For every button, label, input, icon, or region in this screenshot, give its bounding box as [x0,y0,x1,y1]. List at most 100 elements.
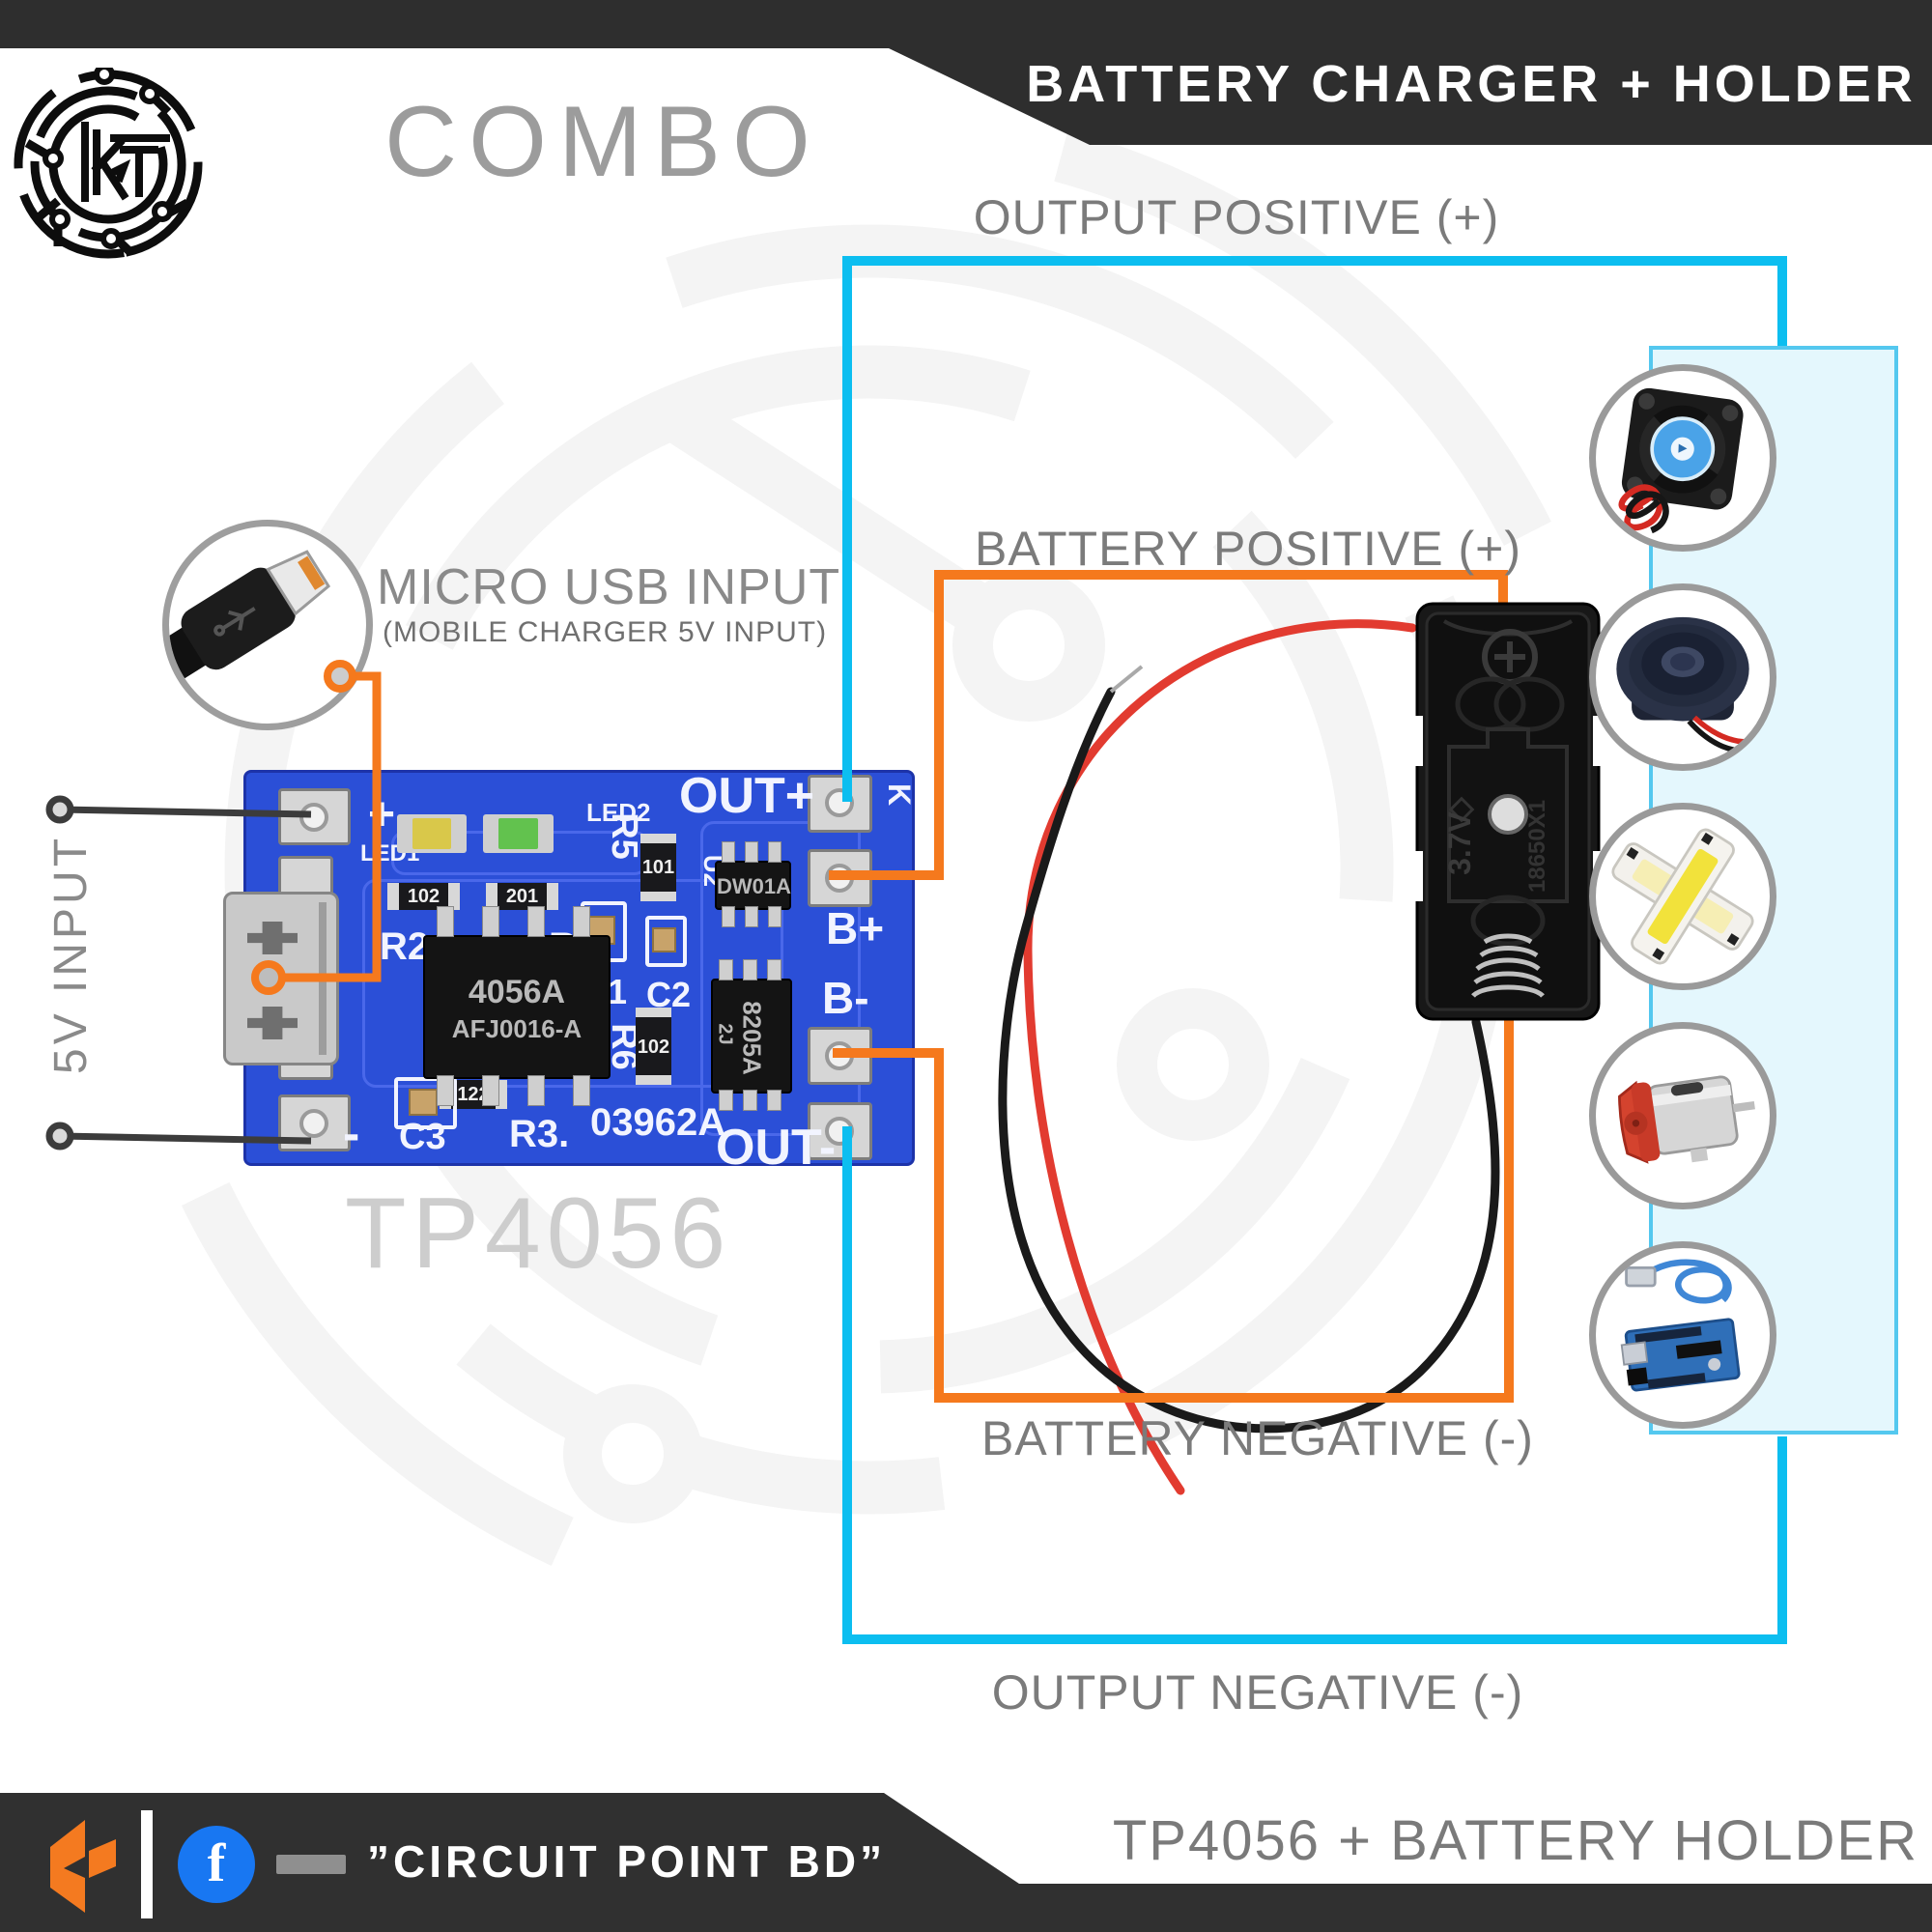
product-circle-fan [1589,364,1776,552]
c2-outline [645,916,687,967]
resistor-code: 101 [641,857,675,878]
footer-dash [276,1855,346,1874]
led1-smd [397,814,467,853]
ic-pin [743,959,757,980]
output-positive-label: OUTPUT POSITIVE (+) [973,190,1500,244]
usb-shield-pad [278,856,333,896]
usb-port-cutout [247,1007,298,1039]
tp4056-charger-board: + LED1 LED2 R2 R1 R5 U2 C1 C2 R6 C3 - R3… [223,768,918,1176]
led2-smd [483,814,554,853]
c3-cap [409,1089,438,1116]
holder-voltage: 3.7V [1442,810,1477,874]
ic-marking: 8205A [737,1001,767,1075]
ic-pin [573,906,590,937]
speaker-icon [1616,616,1756,753]
ic-pin [719,1090,733,1111]
ic-pin [437,906,454,937]
resistor-end [636,1075,671,1085]
brand-logo: k T [14,68,203,259]
cooling-fan-icon [1618,387,1744,534]
silk-c3: C3 [399,1117,446,1157]
ic-pin [527,906,545,937]
footer-product-title: TP4056 + BATTERY HOLDER [1112,1809,1918,1872]
pad-hole [825,864,854,893]
ic-pin [482,906,499,937]
five-volt-input-label: 5V INPUT [45,834,97,1074]
c2-cap [652,927,676,952]
resistor-code: 201 [505,886,539,907]
holder-spring [1471,933,1545,998]
resistor-end [640,892,676,901]
ic-marking: AFJ0016-A [451,1014,582,1043]
footer-logo [50,1820,116,1913]
micro-usb-subtitle: (MOBILE CHARGER 5V INPUT) [383,616,828,648]
resistor-r5: 101 [640,834,676,901]
micro-usb-connector-icon [169,550,331,691]
arduino-uno-icon [1620,1259,1741,1392]
board-model-watermark: TP4056 [345,1178,732,1290]
silk-k-mark: K [882,782,918,807]
pcb-trace [700,821,861,1136]
micro-usb-title: MICRO USB INPUT [377,559,841,615]
resistor-code: 102 [637,1037,670,1058]
ic-marking: 4056A [468,974,566,1010]
ic-pin [722,841,735,863]
usb-port-edge [319,902,327,1055]
output-negative-label: OUTPUT NEGATIVE (-) [991,1665,1524,1719]
silk-b-minus: B- [822,973,869,1023]
footer-brand-name: ”CIRCUIT POINT BD” [367,1836,887,1887]
resistor-end [547,883,558,910]
mosfet-ic: 8205A 2J [711,979,792,1094]
resistor-r6: 102 [636,1008,671,1085]
footer-divider [141,1810,153,1918]
product-circle-cob-led [1589,803,1776,990]
led1-lens [412,818,451,849]
ic-pin [767,1090,781,1111]
product-circle-motor [1589,1022,1776,1209]
resistor-end [636,1008,671,1017]
resistor: 102 [387,883,460,910]
ic-pin [768,841,781,863]
micro-usb-photo-circle [162,520,373,730]
ic-pin [767,959,781,980]
usb-port-cutout [247,922,298,954]
battery-holder-18650: 3.7V 18650X1 + [1415,602,1601,1021]
silk-board-id: 03962A [590,1101,726,1144]
dw01a-ic: DW01A [715,861,791,910]
pad-hole [825,1041,854,1070]
led2-lens [498,818,538,849]
pad-hole [825,788,854,817]
holder-model: 18650X1 [1524,800,1550,893]
silk-minus: - [343,1106,360,1162]
ic-pin [768,906,781,927]
ic-pin [527,1075,545,1106]
ic-pin [482,1075,499,1106]
pad-hole [299,803,328,832]
ic-pin [745,841,758,863]
c3-outline [394,1077,457,1129]
product-circle-speaker [1589,583,1776,771]
silk-out-minus: OUT- [716,1120,837,1176]
ic-pin [745,906,758,927]
resistor-end [448,883,460,910]
ic-marking: 2J [714,1023,736,1045]
dc-motor-icon [1618,1075,1755,1164]
silk-led2: LED2 [586,798,651,827]
resistor-end [640,834,676,843]
product-circle-arduino [1589,1241,1776,1429]
banner-title: BATTERY CHARGER + HOLDER [1026,55,1917,113]
product-panel [1589,346,1898,1435]
ic-pin [573,1075,590,1106]
silk-b-plus: B+ [826,903,885,953]
facebook-icon: f [178,1826,255,1903]
battery-positive-label: BATTERY POSITIVE (+) [975,522,1521,576]
ic-marking: DW01A [717,874,792,898]
ic-pin [722,906,735,927]
resistor-code: 102 [407,886,440,907]
micro-usb-port [223,892,339,1065]
combo-heading: COMBO [384,86,822,198]
ic-pin [743,1090,757,1111]
holder-screw-hole [1488,794,1528,835]
resistor-end [387,883,399,910]
